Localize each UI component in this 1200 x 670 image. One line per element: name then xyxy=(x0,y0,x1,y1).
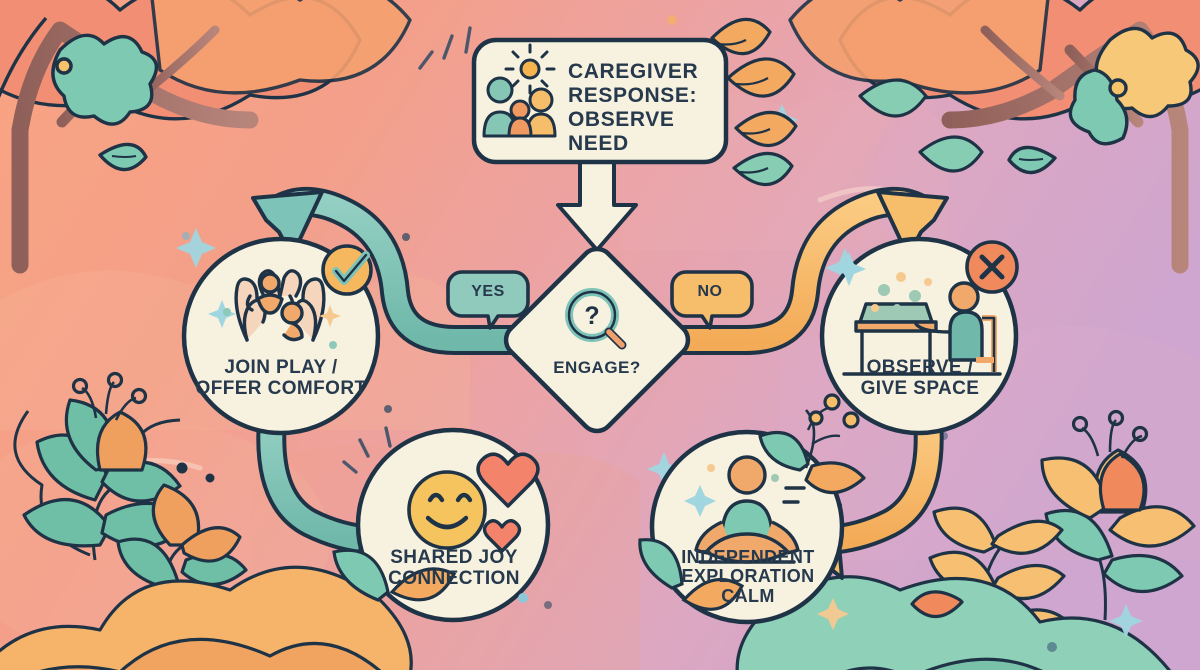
no-branch-bubble[interactable] xyxy=(670,270,754,330)
node-shared-joy-connection[interactable] xyxy=(332,427,551,623)
no-branch-label: No xyxy=(697,283,723,300)
decision-label: Engage? xyxy=(553,358,641,377)
leaves-near-header xyxy=(710,17,984,186)
node-sparkles xyxy=(208,300,341,349)
foliage-bottom-right xyxy=(735,409,1196,670)
tree-top-left xyxy=(0,0,412,274)
family-sun-icon xyxy=(482,43,557,138)
idea-dots xyxy=(871,272,932,312)
check-badge-icon xyxy=(321,244,373,296)
node-independent-exploration-calm[interactable] xyxy=(638,393,866,625)
calm-marks xyxy=(782,486,806,504)
arrow-no-to-observe xyxy=(680,186,949,355)
node-observe-give-space[interactable] xyxy=(819,236,1019,436)
yes-branch-label: Yes xyxy=(471,283,505,300)
hands-holding-toy-icon xyxy=(234,269,326,342)
smiley-hearts-icon xyxy=(407,452,540,553)
header-line-2: RESPONSE: xyxy=(568,83,698,107)
node-join-play-offer-comfort[interactable] xyxy=(181,236,381,436)
header-line-1: CAREGIVER xyxy=(568,60,699,83)
header-label: CAREGIVER RESPONSE: OBSERVE NEED xyxy=(568,60,724,156)
child-at-desk-icon xyxy=(842,281,1002,376)
foliage-bottom-left xyxy=(0,371,413,670)
cross-badge-icon xyxy=(965,240,1019,294)
header-line-3: OBSERVE NEED xyxy=(568,107,675,155)
arrow-header-to-decision xyxy=(556,158,638,252)
header-node[interactable] xyxy=(471,37,729,165)
tree-top-right xyxy=(788,0,1200,274)
meditating-child-icon xyxy=(694,455,800,564)
yes-branch-bubble[interactable] xyxy=(446,270,530,330)
arrow-yes-to-join-play xyxy=(251,186,520,355)
plant-decor xyxy=(758,393,866,495)
magnifier-question-icon: ? xyxy=(565,288,627,350)
decision-diamond[interactable]: ? xyxy=(499,242,694,437)
svg-text:?: ? xyxy=(584,302,599,330)
